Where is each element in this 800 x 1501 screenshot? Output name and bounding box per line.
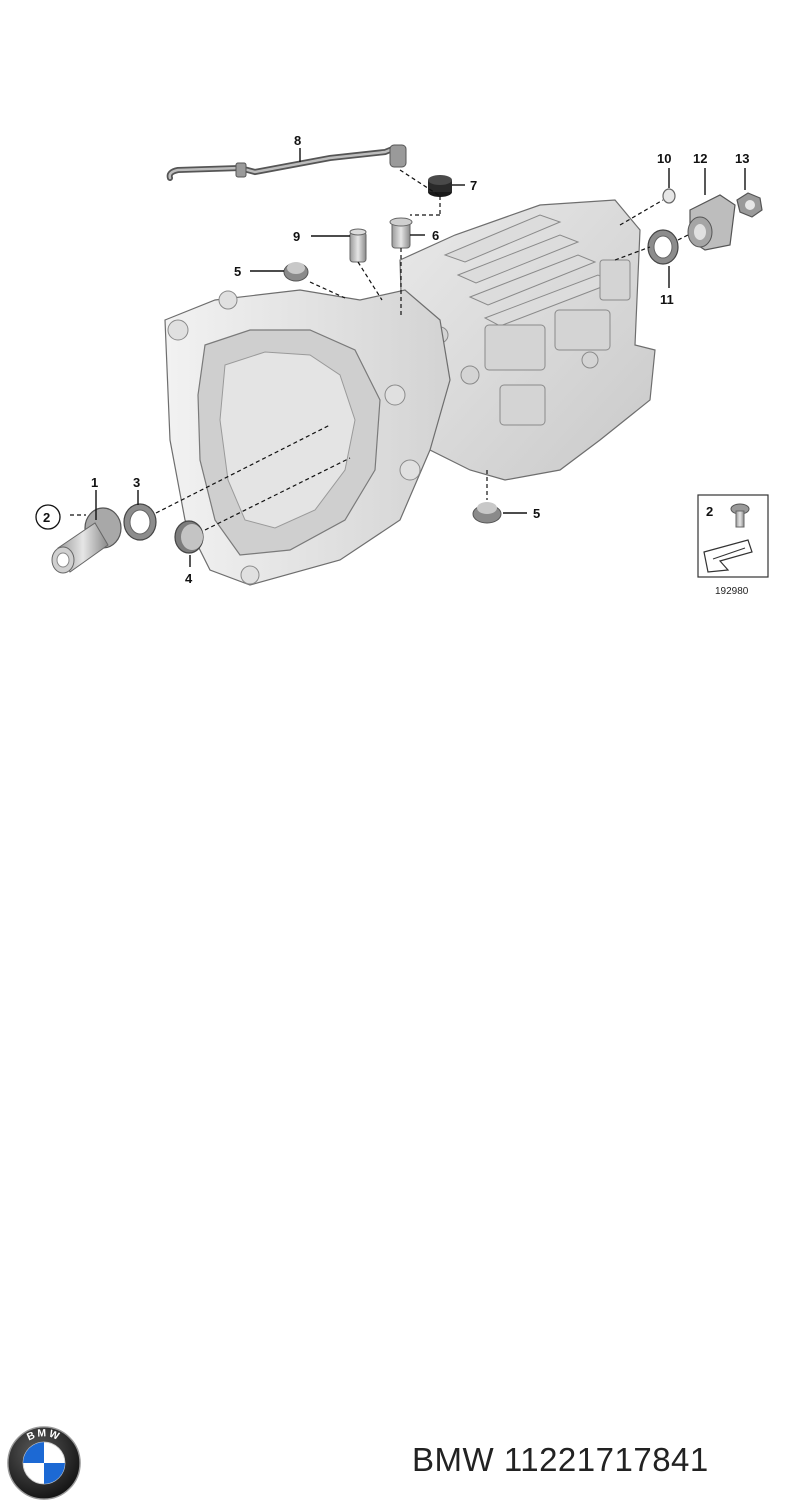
callout-2: 2 bbox=[43, 510, 50, 525]
callout-9: 9 bbox=[293, 229, 300, 244]
seal-ring-part-10 bbox=[662, 188, 676, 204]
callout-11: 11 bbox=[660, 292, 674, 307]
callout-2-circle bbox=[35, 504, 61, 530]
plug-part-5-top bbox=[283, 262, 309, 282]
nut-part-13 bbox=[736, 192, 763, 218]
shaft-seal-part-11 bbox=[647, 229, 679, 265]
direction-arrow-icon bbox=[703, 539, 753, 573]
shaft-seal-part-3 bbox=[123, 503, 157, 541]
callout-12: 12 bbox=[693, 151, 707, 166]
transmission-housing bbox=[164, 199, 656, 586]
callout-7: 7 bbox=[470, 178, 477, 193]
assembly-lines bbox=[70, 169, 691, 531]
bolt-icon bbox=[730, 503, 750, 528]
leader-lines bbox=[95, 148, 746, 567]
callout-6: 6 bbox=[432, 228, 439, 243]
flange-part-12 bbox=[687, 194, 736, 251]
parts-diagram: 1 2 3 4 5 5 6 7 8 9 10 11 12 13 2 192980 bbox=[35, 133, 769, 597]
callout-10: 10 bbox=[657, 151, 671, 166]
bmw-logo-icon: BMW bbox=[7, 1426, 81, 1500]
shift-rod-part-8 bbox=[166, 144, 407, 181]
callout-5-top: 5 bbox=[234, 264, 241, 279]
inset-label-2: 2 bbox=[706, 504, 713, 519]
cap-part-7 bbox=[428, 175, 452, 197]
callout-labels: 1 2 3 4 5 5 6 7 8 9 10 11 12 13 bbox=[35, 133, 749, 586]
footer: BMW BMW 11221717841 bbox=[0, 700, 800, 1500]
callout-3: 3 bbox=[133, 475, 140, 490]
plug-part-5-bottom bbox=[472, 502, 502, 524]
guide-sleeve-part-1 bbox=[51, 507, 122, 574]
cover-part-4 bbox=[174, 520, 204, 554]
callout-1: 1 bbox=[91, 475, 98, 490]
inset-box: 2 192980 bbox=[697, 494, 769, 597]
part-number-title: BMW 11221717841 bbox=[412, 1441, 709, 1478]
pin-part-9 bbox=[349, 228, 367, 263]
callout-5-bottom: 5 bbox=[533, 506, 540, 521]
callout-13: 13 bbox=[735, 151, 749, 166]
sleeve-part-6 bbox=[389, 217, 413, 249]
reference-code: 192980 bbox=[715, 586, 749, 597]
callout-4: 4 bbox=[185, 571, 193, 586]
callout-8: 8 bbox=[294, 133, 301, 148]
